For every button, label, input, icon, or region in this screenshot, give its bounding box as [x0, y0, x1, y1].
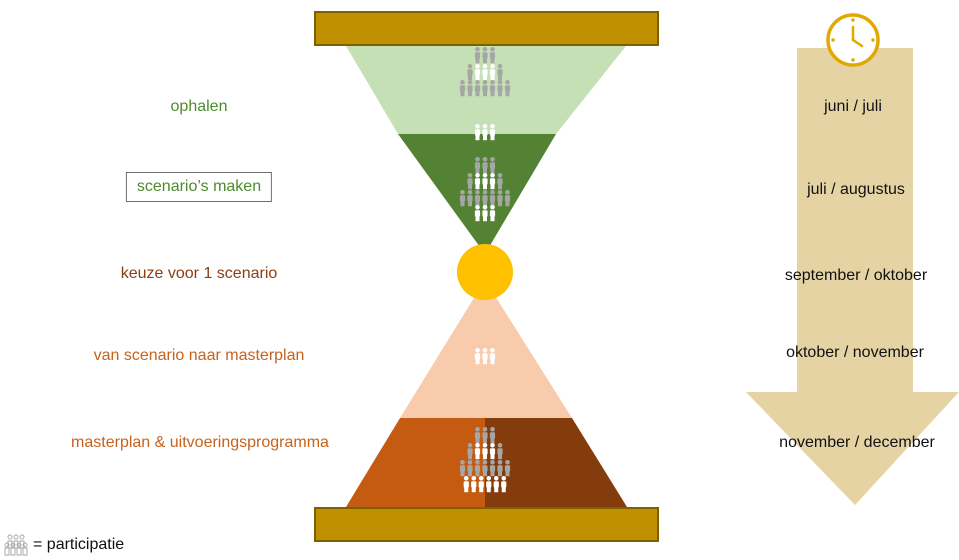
person-icon	[459, 80, 466, 97]
person-icon	[474, 427, 481, 444]
person-icon	[482, 64, 488, 81]
person-icon	[482, 443, 488, 460]
person-icon	[459, 460, 466, 477]
person-icon	[474, 205, 481, 222]
person-icon	[489, 80, 496, 97]
phase-label-scenarios: scenario’s maken	[125, 172, 273, 202]
person-icon	[463, 476, 469, 493]
person-icon	[474, 80, 481, 97]
person-icon	[482, 80, 488, 97]
person-icon	[467, 190, 473, 207]
person-icon	[489, 460, 496, 477]
person-icon	[474, 124, 481, 141]
phase-label-masterplan: van scenario naar masterplan	[93, 347, 305, 364]
person-icon	[467, 443, 473, 460]
phase-label-ophalen: ophalen	[170, 98, 228, 115]
timeline-label: oktober / november	[786, 344, 924, 361]
hourglass-top-bar	[314, 11, 659, 46]
person-icon	[459, 190, 466, 207]
person-icon	[493, 476, 499, 493]
person-icon	[467, 64, 473, 81]
legend-label: = participatie	[33, 536, 125, 553]
person-icon	[489, 348, 496, 365]
person-icon	[489, 173, 496, 190]
participation-people	[459, 47, 511, 493]
person-icon	[497, 460, 503, 477]
person-icon	[489, 124, 496, 141]
person-icon	[467, 460, 473, 477]
funnel-bottom-right	[485, 418, 627, 507]
hourglass-bottom-bar	[314, 507, 659, 542]
person-icon	[504, 460, 511, 477]
person-icon	[474, 348, 481, 365]
people-group-icon	[463, 476, 507, 493]
person-icon	[482, 427, 488, 444]
person-icon	[497, 173, 503, 190]
person-icon	[482, 124, 488, 141]
person-icon	[467, 80, 473, 97]
people-group-icon	[459, 47, 511, 97]
person-icon	[478, 476, 484, 493]
person-icon	[489, 443, 496, 460]
person-icon	[474, 47, 481, 64]
person-icon	[497, 190, 503, 207]
person-icon	[489, 64, 496, 81]
person-icon	[474, 173, 481, 190]
person-icon	[474, 190, 481, 207]
person-icon	[489, 205, 496, 222]
timeline-arrow	[746, 48, 959, 505]
person-icon	[471, 476, 477, 493]
person-icon	[474, 157, 481, 174]
person-icon	[482, 348, 488, 365]
phase-label-uitvoering: masterplan & uitvoeringsprogramma	[71, 434, 329, 451]
person-icon	[486, 476, 492, 493]
funnel-bottom-left	[346, 418, 485, 507]
person-icon	[504, 190, 511, 207]
people-group-icon	[474, 124, 496, 141]
timeline-label: september / oktober	[784, 267, 928, 284]
people-group-icon	[474, 205, 496, 222]
person-icon	[467, 173, 473, 190]
person-icon	[489, 157, 496, 174]
timeline-label: juli / augustus	[807, 181, 905, 198]
timeline-label: juni / juli	[824, 98, 882, 115]
people-group-icon	[459, 157, 511, 207]
person-icon	[489, 190, 496, 207]
people-group-icon	[4, 534, 28, 556]
person-icon	[497, 80, 503, 97]
person-icon	[497, 64, 503, 81]
person-icon	[482, 157, 488, 174]
timeline-label: november / december	[779, 434, 935, 451]
legend: = participatie	[2, 533, 124, 557]
decision-circle	[457, 244, 513, 300]
person-icon	[489, 47, 496, 64]
people-group-icon	[474, 348, 496, 365]
person-icon	[482, 47, 488, 64]
person-icon	[474, 460, 481, 477]
person-icon	[501, 476, 507, 493]
clock-icon	[826, 13, 880, 67]
person-icon	[504, 80, 511, 97]
person-icon	[482, 205, 488, 222]
person-icon	[482, 460, 488, 477]
person-icon	[474, 443, 481, 460]
person-icon	[474, 64, 481, 81]
person-icon	[482, 190, 488, 207]
people-group-icon	[459, 427, 511, 477]
person-icon	[489, 427, 496, 444]
phase-label-keuze: keuze voor 1 scenario	[120, 265, 278, 282]
person-icon	[482, 173, 488, 190]
person-icon	[497, 443, 503, 460]
